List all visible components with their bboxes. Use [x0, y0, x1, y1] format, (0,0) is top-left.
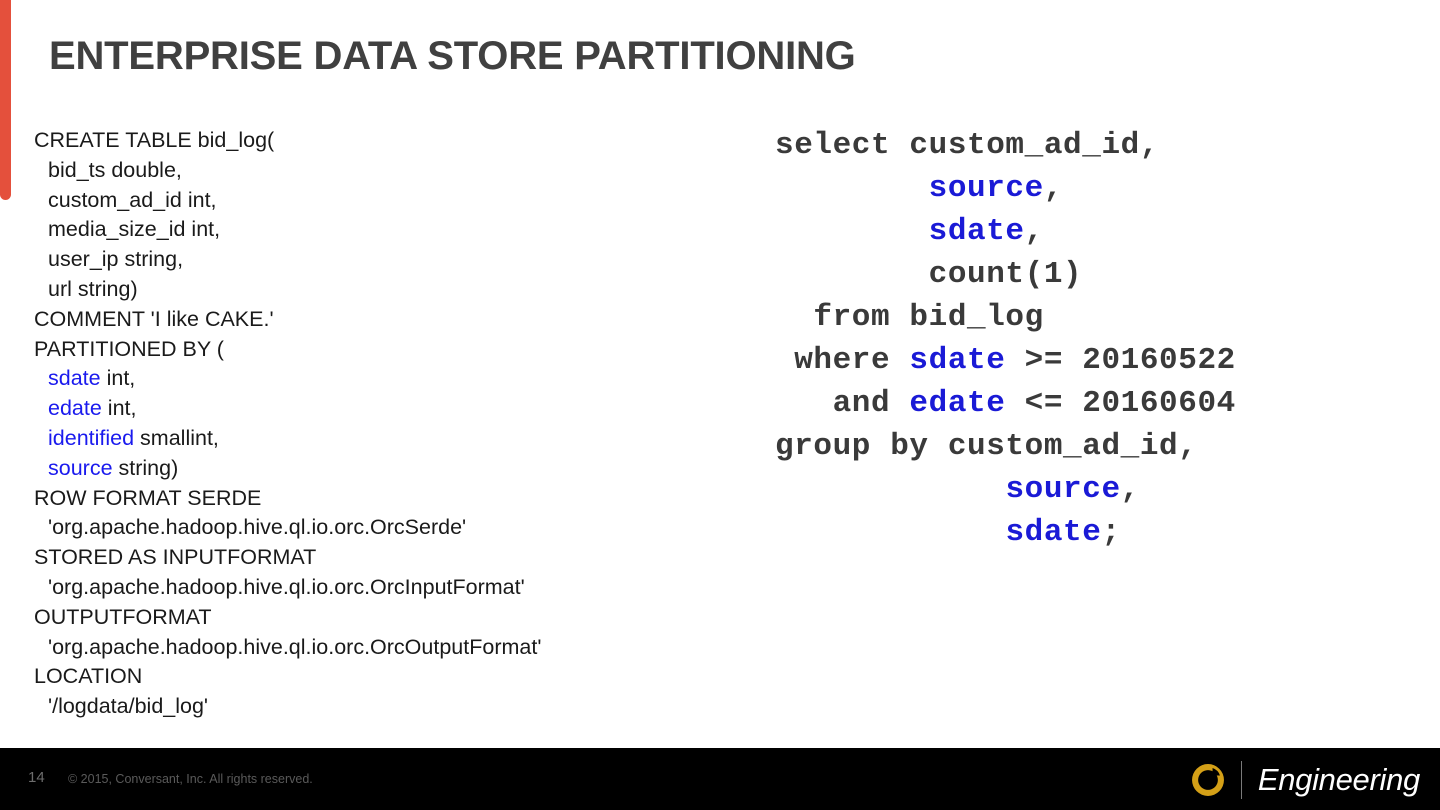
sql-line-text: group by custom_ad_id, [775, 429, 1198, 464]
sql-line-text: and [775, 386, 910, 421]
sql-line-text: <= 20160604 [1005, 386, 1236, 421]
ddl-code-block: CREATE TABLE bid_log( bid_ts double, custo… [34, 126, 724, 722]
ddl-line: bid_ts double, [34, 156, 724, 186]
sql-line: sdate; [775, 511, 1236, 554]
ddl-line: CREATE TABLE bid_log( [34, 126, 724, 156]
ddl-line: STORED AS INPUTFORMAT [34, 543, 724, 573]
ddl-line: 'org.apache.hadoop.hive.ql.io.orc.OrcOut… [34, 633, 724, 663]
partition-column-name: edate [909, 386, 1006, 421]
footer-bar: 14 © 2015, Conversant, Inc. All rights r… [0, 748, 1440, 810]
partition-column-name: sdate [48, 366, 101, 391]
sql-line-text [775, 472, 1005, 507]
ddl-line-text: int, [100, 366, 136, 391]
ddl-line: OUTPUTFORMAT [34, 603, 724, 633]
sql-line: sdate, [775, 210, 1236, 253]
partition-column-name: identified [48, 425, 135, 450]
ddl-line-text: STORED AS INPUTFORMAT [34, 545, 317, 570]
ddl-line-text: '/logdata/bid_log' [48, 694, 209, 719]
copyright-text: © 2015, Conversant, Inc. All rights rese… [68, 772, 313, 786]
ddl-line-text: int, [101, 396, 137, 421]
ddl-line-text: 'org.apache.hadoop.hive.ql.io.orc.OrcInp… [48, 574, 525, 599]
page-number: 14 [28, 769, 45, 786]
ddl-line: 'org.apache.hadoop.hive.ql.io.orc.OrcInp… [34, 573, 724, 603]
sql-line-text: from bid_log [775, 300, 1044, 335]
conversant-logo-icon [1191, 763, 1226, 796]
partition-column-name: edate [48, 396, 102, 421]
ddl-line-text: COMMENT 'I like CAKE.' [34, 306, 274, 331]
partition-column-name: sdate [928, 214, 1025, 249]
sql-line-text: count(1) [775, 257, 1083, 292]
sql-line-text: select custom_ad_id, [775, 128, 1160, 163]
ddl-line: url string) [34, 275, 724, 305]
sql-line-text [775, 515, 1005, 550]
sql-line-text [775, 214, 929, 249]
partition-column-name: source [928, 171, 1044, 206]
ddl-line: LOCATION [34, 662, 724, 692]
ddl-line: edate int, [34, 394, 724, 424]
sql-line-text [775, 171, 929, 206]
accent-bar [0, 0, 11, 200]
ddl-line-text: PARTITIONED BY ( [34, 336, 224, 361]
brand-lockup: Engineering [1189, 757, 1420, 803]
sql-line-text: where [775, 343, 910, 378]
ddl-line: source string) [34, 454, 724, 484]
ddl-line: ROW FORMAT SERDE [34, 484, 724, 514]
partition-column-name: sdate [1005, 515, 1102, 550]
sql-line: source, [775, 167, 1236, 210]
ddl-line-text: user_ip string, [48, 247, 184, 272]
sql-line-text: , [1120, 472, 1140, 507]
sql-line-text: , [1043, 171, 1064, 206]
partition-column-name: source [48, 455, 113, 480]
partition-column-name: source [1005, 472, 1121, 507]
ddl-line-text: 'org.apache.hadoop.hive.ql.io.orc.OrcOut… [48, 634, 542, 659]
ddl-line: custom_ad_id int, [34, 186, 724, 216]
sql-line: from bid_log [775, 296, 1236, 339]
ddl-line: COMMENT 'I like CAKE.' [34, 305, 724, 335]
ddl-line-text: OUTPUTFORMAT [34, 604, 212, 629]
ddl-line-text: url string) [48, 276, 138, 301]
ddl-line-text: bid_ts double, [48, 157, 182, 182]
ddl-line-text: smallint, [134, 425, 219, 450]
ddl-line-text: media_size_id int, [48, 217, 221, 242]
sql-line: where sdate >= 20160522 [775, 339, 1236, 382]
sql-line-text: >= 20160522 [1005, 343, 1236, 378]
sql-line: source, [775, 468, 1236, 511]
ddl-line: '/logdata/bid_log' [34, 692, 724, 722]
sql-line-text: ; [1101, 515, 1121, 550]
ddl-line: user_ip string, [34, 245, 724, 275]
page-title: Enterprise Data Store Partitioning [49, 34, 856, 78]
ddl-line: media_size_id int, [34, 215, 724, 245]
sql-line: and edate <= 20160604 [775, 382, 1236, 425]
sql-line: count(1) [775, 253, 1236, 296]
sql-line: select custom_ad_id, [775, 124, 1236, 167]
partition-column-name: sdate [909, 343, 1006, 378]
ddl-line: 'org.apache.hadoop.hive.ql.io.orc.OrcSer… [34, 513, 724, 543]
ddl-line-text: 'org.apache.hadoop.hive.ql.io.orc.OrcSer… [48, 515, 467, 540]
ddl-line-text: string) [112, 455, 179, 480]
ddl-line-text: custom_ad_id int, [48, 187, 217, 212]
ddl-line-text: CREATE TABLE bid_log( [34, 128, 275, 152]
sql-line: group by custom_ad_id, [775, 425, 1236, 468]
sql-code-block: select custom_ad_id, source, sdate, coun… [775, 124, 1236, 554]
brand-word: Engineering [1257, 762, 1420, 797]
ddl-line-text: LOCATION [34, 664, 143, 689]
ddl-line: PARTITIONED BY ( [34, 335, 724, 365]
brand-divider [1240, 761, 1242, 799]
ddl-line: sdate int, [34, 364, 724, 394]
sql-line-text: , [1024, 214, 1044, 249]
ddl-line: identified smallint, [34, 424, 724, 454]
ddl-line-text: ROW FORMAT SERDE [34, 485, 262, 510]
